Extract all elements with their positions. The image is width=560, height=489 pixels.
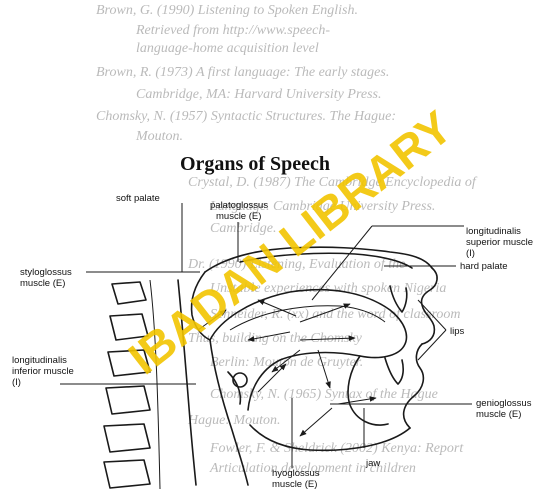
background-text-line: Brown, R. (1973) A first language: The e…	[96, 65, 389, 80]
background-text-line: Retrieved from http://www.speech-	[135, 23, 330, 38]
label-longitudinalis-inferior: longitudinalis inferior muscle (I)	[12, 355, 76, 388]
background-text-line: Brown, G. (1990) Listening to Spoken Eng…	[96, 3, 358, 18]
label-longitudinalis-superior: longitudinalis superior muscle (I)	[466, 226, 536, 259]
background-text-line: Hague: Mouton.	[187, 413, 281, 428]
arrow-genioglossus-back	[300, 408, 332, 436]
label-styloglossus: styloglossus muscle (E)	[20, 267, 74, 289]
vertebra	[104, 424, 150, 452]
background-text-line: Mouton.	[135, 129, 183, 144]
background-text-line: Chomsky, N. (1957) Syntactic Structures.…	[96, 109, 396, 124]
background-text-line: Chomsky, N. (1965) Syntax of the Hague	[210, 387, 438, 402]
vertebra	[104, 460, 150, 488]
diagram-title: Organs of Speech	[180, 153, 330, 175]
label-hyoglossus: hyoglossus muscle (E)	[272, 468, 322, 489]
label-hard-palate: hard palate	[460, 261, 508, 272]
label-genioglossus: genioglossus muscle (E)	[476, 398, 534, 420]
label-soft-palate: soft palate	[116, 193, 160, 204]
leader-lips-lower	[418, 330, 446, 360]
background-text-line: Cambridge, MA: Harvard University Press.	[136, 87, 382, 102]
vertebra	[112, 282, 146, 304]
lower-teeth	[385, 358, 403, 384]
vertebra	[106, 386, 150, 414]
label-lips: lips	[450, 326, 465, 337]
background-text-line: language-home acquisition level	[136, 41, 319, 56]
background-text-line: Fowler, F. & Sheldrick (2002) Kenya: Rep…	[209, 441, 464, 456]
lower-lip	[404, 344, 424, 428]
label-jaw: jaw	[365, 458, 380, 469]
